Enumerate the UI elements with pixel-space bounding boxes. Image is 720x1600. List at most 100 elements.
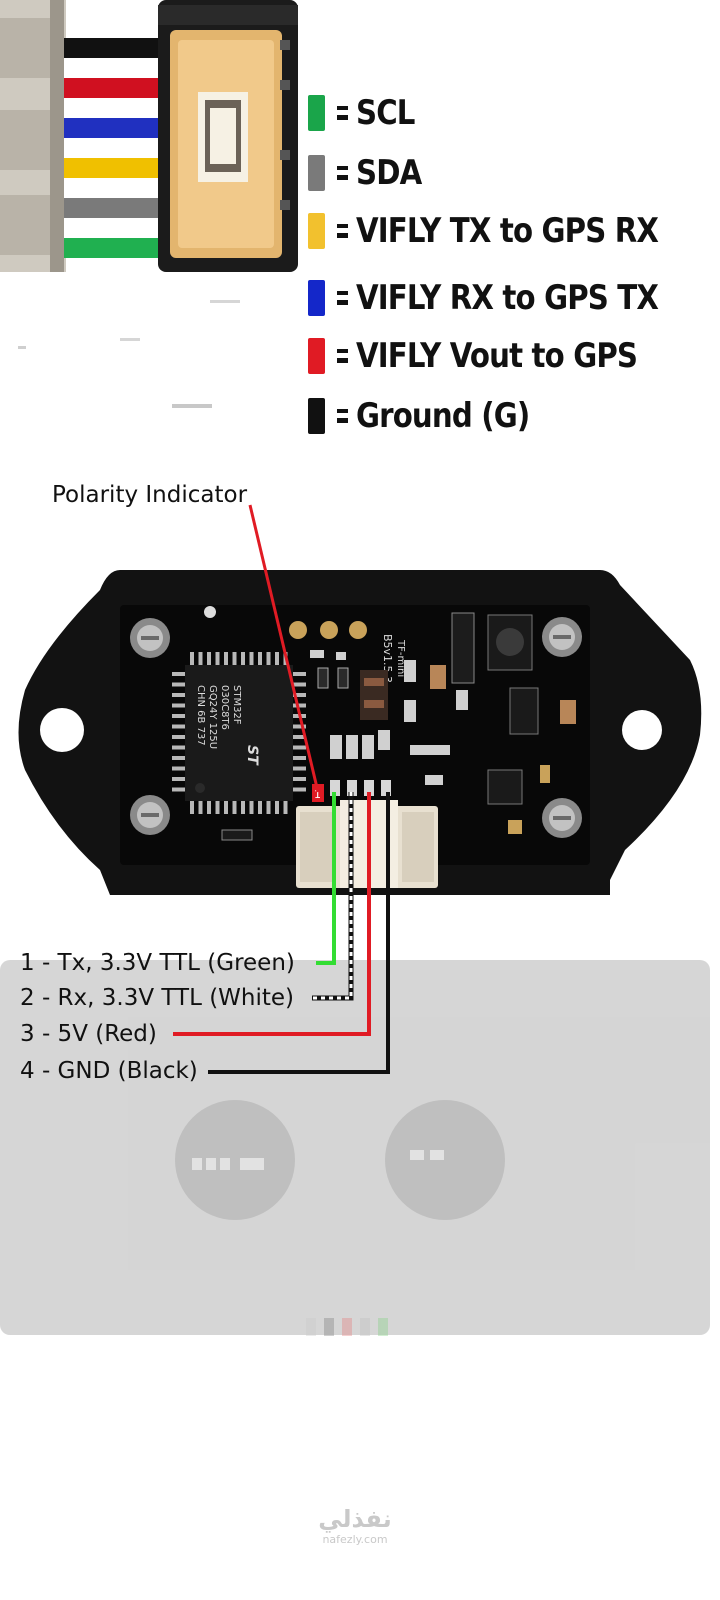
legend-label: VIFLY Vout to GPS (356, 336, 638, 376)
equals-icon (337, 409, 348, 423)
gps-wire (64, 218, 160, 238)
background-smudges (18, 300, 240, 408)
mount-hole-left (40, 708, 84, 752)
chip-pin (172, 714, 185, 718)
gps-wire (64, 78, 160, 98)
legend-row: SDA (308, 148, 432, 198)
chip-pin (172, 787, 185, 792)
chip-pin (172, 703, 185, 708)
equals-icon (337, 166, 348, 180)
chip-pin (172, 724, 185, 729)
polarity-leader-line (248, 504, 320, 793)
chip-text-line: CHN 6B 737 (195, 685, 206, 746)
chip-pin (293, 724, 306, 729)
legend-color-swatch (308, 95, 325, 131)
chip-pin (249, 652, 254, 665)
screw-icon (130, 795, 170, 835)
screw-icon (542, 798, 582, 838)
chip-pin (224, 801, 228, 814)
chip-pin (172, 735, 185, 739)
legend-row: SCL (308, 88, 424, 138)
gps-module-photo (0, 0, 300, 290)
legend-row: VIFLY TX to GPS RX (308, 206, 707, 256)
board-model-text: TF-mini (395, 639, 406, 677)
chip-pin (241, 652, 245, 665)
gps-wire (64, 198, 160, 218)
gps-wire-bundle (64, 38, 160, 258)
chip-text-line: 030C8T6 (219, 685, 230, 730)
chip-pin (283, 801, 288, 814)
chip-pin (172, 756, 185, 760)
legend-color-swatch (308, 155, 325, 191)
pin-one-marker (312, 784, 324, 802)
chip-pin (190, 801, 194, 814)
chip-pin (232, 652, 237, 665)
chip-pin (275, 801, 279, 814)
smd-components (204, 606, 576, 841)
watermark-logo: نفذلي nafezly.com (300, 1505, 410, 1547)
legend-color-swatch (308, 213, 325, 249)
pin-wire (316, 792, 336, 965)
tfmini-board-photo: STM32F 030C8T6 GQ24Y 125U CHN 6B 737 ST … (0, 504, 710, 1336)
gps-wire (64, 178, 160, 198)
gps-wire (64, 238, 160, 258)
chip-pin (172, 745, 185, 750)
gps-wire (64, 58, 160, 78)
test-pads (289, 621, 367, 639)
legend-label: SDA (356, 153, 422, 193)
header-pads (330, 780, 391, 796)
lidar-housing-ghost-lenses (175, 1100, 505, 1220)
chip-pin (215, 801, 220, 814)
legend-row: VIFLY RX to GPS TX (308, 273, 707, 323)
legend-label: SCL (356, 93, 415, 133)
gps-wire (64, 38, 160, 58)
chip-pin (293, 777, 306, 781)
pin-wire (208, 792, 390, 1074)
legend-label: Ground (G) (356, 396, 530, 436)
gps-wire (64, 98, 160, 118)
screw-icon (542, 617, 582, 657)
pin-one-text: 1 (314, 788, 321, 801)
lidar-housing-ghost (0, 960, 710, 1335)
mount-hole-right (622, 710, 662, 750)
pin-wire-white (312, 792, 353, 1000)
pin-label: 3 - 5V (Red) (20, 1021, 157, 1047)
chip-pin (207, 801, 211, 814)
stm32-chip: STM32F 030C8T6 GQ24Y 125U CHN 6B 737 ST (172, 652, 306, 814)
tfmini-pcb: STM32F 030C8T6 GQ24Y 125U CHN 6B 737 ST … (120, 605, 590, 888)
equals-icon (337, 349, 348, 363)
screw-icon (130, 618, 170, 658)
legend-color-swatch (308, 280, 325, 316)
chip-pin (293, 766, 306, 771)
pin-label: 4 - GND (Black) (20, 1058, 198, 1084)
chip-text-line: STM32F (231, 685, 242, 725)
chip-pin (293, 787, 306, 792)
gps-connector-housing (0, 0, 66, 272)
pin-label: 1 - Tx, 3.3V TTL (Green) (20, 950, 295, 976)
chip-pin (258, 652, 262, 665)
gps-wire (64, 118, 160, 138)
chip-pin (232, 801, 237, 814)
legend-color-swatch (308, 338, 325, 374)
chip-pin (293, 682, 306, 687)
chip-pin (249, 801, 254, 814)
chip-pin (293, 703, 306, 708)
pin-wire (173, 792, 371, 1036)
chip-pin (224, 652, 228, 665)
chip-text-line: GQ24Y 125U (207, 685, 218, 749)
chip-pin (207, 652, 211, 665)
pin-wires (173, 792, 390, 1074)
watermark-arabic: نفذلي (318, 1505, 392, 1533)
equals-icon (337, 224, 348, 238)
chip-pin (190, 652, 194, 665)
equals-icon (337, 106, 348, 120)
chip-pin (275, 652, 279, 665)
equals-icon (337, 291, 348, 305)
chip-pin (198, 652, 203, 665)
legend-row: VIFLY Vout to GPS (308, 331, 683, 381)
chip-pin (293, 745, 306, 750)
watermark-latin: nafezly.com (322, 1533, 388, 1546)
legend-row: Ground (G) (308, 391, 558, 441)
legend-label: VIFLY TX to GPS RX (356, 211, 659, 251)
